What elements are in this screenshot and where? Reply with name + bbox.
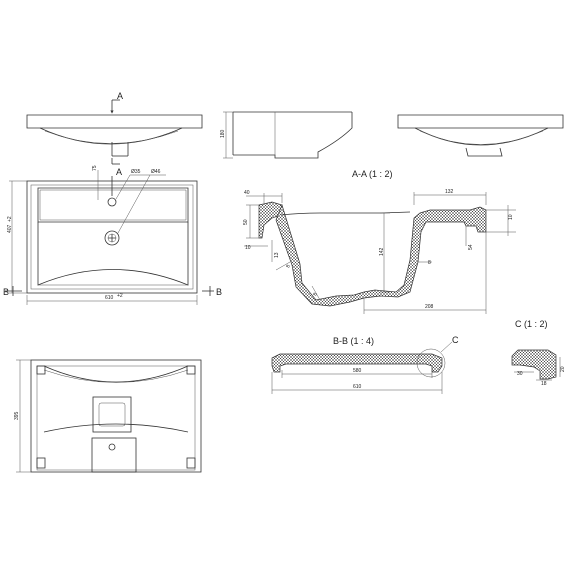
dim-aa-54: 54 bbox=[468, 244, 474, 250]
section-aa-view: A-A (1 : 2) 40 132 50 10 13 142 10 54 8 … bbox=[243, 169, 516, 314]
bottom-view: 395 bbox=[14, 359, 202, 473]
detail-c-view: C (1 : 2) 30 18 20 bbox=[511, 319, 566, 387]
dim-plan-depth: 407 bbox=[7, 224, 13, 233]
dim-plan-dia46: Ø46 bbox=[151, 169, 161, 175]
dim-aa-8-bottom: 8 bbox=[312, 292, 319, 297]
section-mark-b-left: B bbox=[3, 287, 9, 297]
dim-aa-40: 40 bbox=[244, 190, 250, 196]
section-bb-view: B-B (1 : 4) C 580 610 bbox=[271, 335, 459, 394]
dim-aa-208: 208 bbox=[425, 304, 434, 310]
dim-aa-10-left: 10 bbox=[245, 245, 251, 251]
dim-plan-depth-tol: +2 bbox=[7, 216, 13, 222]
dim-c-30: 30 bbox=[517, 371, 523, 377]
dim-aa-142: 142 bbox=[379, 247, 385, 256]
dim-c-20: 20 bbox=[560, 366, 566, 372]
dim-aa-132: 132 bbox=[445, 189, 454, 195]
dim-bottom-395: 395 bbox=[14, 411, 20, 420]
dim-aa-8-left: 8 bbox=[285, 264, 292, 269]
dim-aa-8-right: 8 bbox=[428, 260, 431, 266]
dim-bb-580: 580 bbox=[353, 368, 362, 374]
dim-side-height: 180 bbox=[220, 129, 226, 138]
dim-aa-13: 13 bbox=[274, 252, 280, 258]
dim-plan-width-tol: +2 bbox=[117, 293, 123, 299]
dim-aa-50: 50 bbox=[243, 219, 249, 225]
section-mark-c-callout: C bbox=[452, 335, 459, 345]
section-mark-a-top: A bbox=[117, 91, 123, 101]
side-elevation-view: 180 bbox=[220, 111, 353, 159]
dim-plan-75: 75 bbox=[92, 165, 98, 171]
dim-c-18: 18 bbox=[541, 381, 547, 387]
plan-view: 75 Ø35 Ø46 407 +2 610 +2 A B B bbox=[3, 165, 222, 305]
dim-plan-width: 610 bbox=[105, 295, 114, 301]
front-elevation-view: A bbox=[26, 91, 203, 165]
rear-elevation-view bbox=[397, 114, 564, 157]
section-mark-b-right: B bbox=[216, 287, 222, 297]
dim-aa-10-right: 10 bbox=[508, 214, 514, 220]
section-aa-title: A-A (1 : 2) bbox=[352, 169, 393, 179]
detail-c-title: C (1 : 2) bbox=[515, 319, 548, 329]
section-bb-title: B-B (1 : 4) bbox=[333, 336, 374, 346]
dim-bb-610: 610 bbox=[353, 384, 362, 390]
section-mark-a-bottom: A bbox=[116, 167, 122, 177]
dim-plan-dia35: Ø35 bbox=[131, 169, 141, 175]
